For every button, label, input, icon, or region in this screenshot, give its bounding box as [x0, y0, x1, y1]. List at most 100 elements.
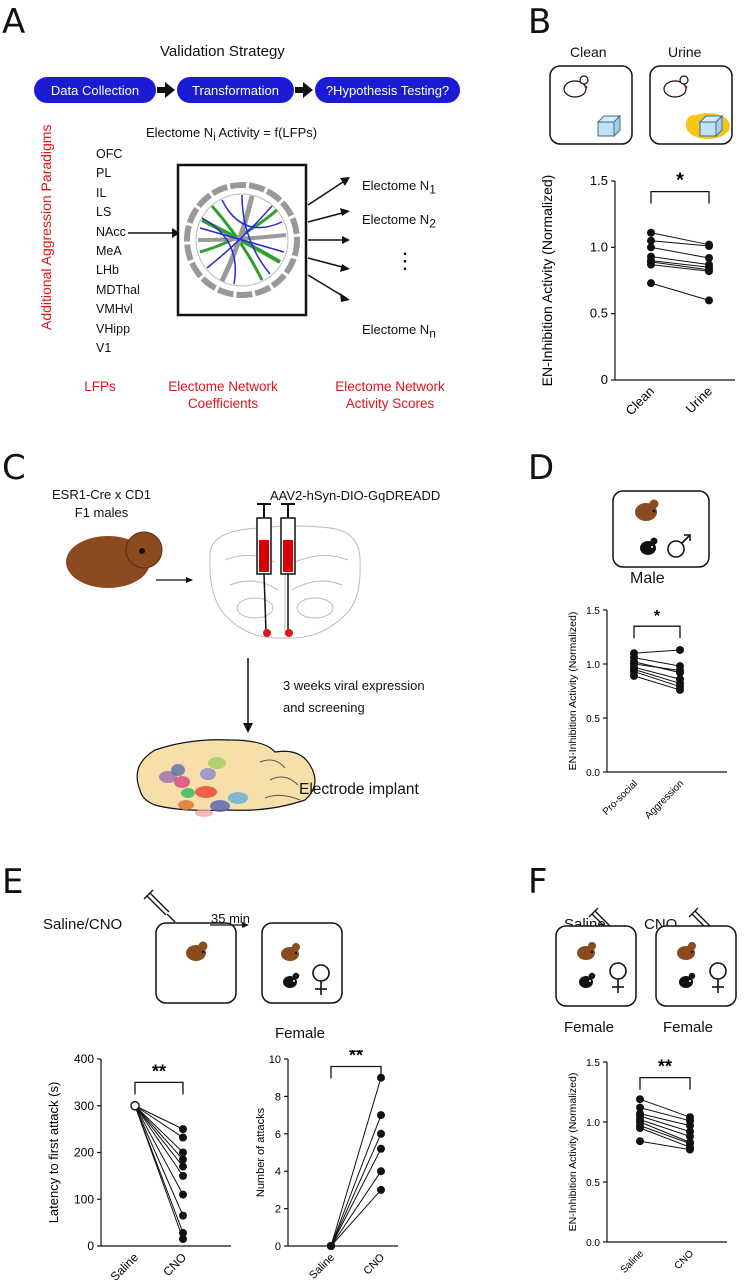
pair-line [134, 1105, 184, 1216]
data-point [130, 1101, 140, 1111]
additional-paradigms-label: Additional Aggression Paradigms [38, 124, 54, 330]
network-diagram [128, 163, 350, 317]
data-point [179, 1133, 187, 1142]
significance-star: ** [349, 1050, 363, 1065]
y-axis-label: Number of attacks [255, 1107, 267, 1197]
panel-letter-f: F [528, 862, 548, 902]
syringe-icon [143, 889, 176, 923]
cage-cno [655, 925, 737, 1007]
syringe-icons [256, 503, 296, 633]
pair-line [650, 282, 710, 301]
formula-subscript: i [213, 131, 216, 144]
mouse-brown-resident-icon [281, 943, 300, 961]
data-point [647, 228, 655, 237]
pair-line [134, 1105, 184, 1130]
region-label: IL [96, 185, 107, 200]
significance-star: ** [658, 1057, 672, 1077]
formula-prefix: Electome N [146, 125, 214, 140]
data-point [377, 1129, 385, 1138]
pair-line [633, 675, 681, 691]
pair-line [650, 232, 710, 246]
pair-line [134, 1105, 184, 1160]
pair-line [650, 246, 710, 259]
y-tick-label: 400 [74, 1052, 94, 1066]
data-point [636, 1095, 644, 1104]
x-tick-label: CNO [673, 1248, 697, 1272]
y-axis-label: EN-Inhibition Activity (Normalized) [567, 612, 579, 771]
region-label: NAcc [96, 224, 126, 239]
data-point [179, 1234, 187, 1243]
pair-line [134, 1105, 184, 1195]
arrow-to-brain-head [186, 577, 193, 583]
electome-nn: Electome Nn [362, 322, 436, 341]
panel-letter-a: A [2, 2, 26, 42]
x-tick-label: Clean [622, 384, 657, 419]
y-tick-label: 8 [275, 1091, 281, 1103]
pair-line [134, 1105, 184, 1177]
data-point [630, 671, 638, 680]
panel-letter-c: C [2, 448, 26, 488]
mouse-outline-icon-2 [663, 75, 689, 98]
pair-line [633, 668, 681, 684]
cage-clean [549, 65, 633, 145]
x-tick-label: Urine [683, 384, 716, 417]
data-point [686, 1121, 694, 1130]
pair-line [330, 1148, 382, 1247]
significance-star: ** [152, 1061, 166, 1081]
male-symbol-icon [667, 534, 691, 558]
condition-urine-label: Urine [668, 44, 702, 60]
data-point [179, 1125, 187, 1134]
data-point [327, 1242, 335, 1250]
y-axis-label: EN-Inhibition Activity (Normalized) [567, 1073, 579, 1232]
caption-activity-scores: Electome Network Activity Scores [335, 379, 445, 411]
sagittal-brain-illustration [136, 739, 316, 817]
pair-line [330, 1133, 382, 1247]
x-tick-label: CNO [160, 1250, 189, 1279]
pair-line [134, 1105, 184, 1167]
condition-clean-label: Clean [570, 44, 607, 60]
pair-line [330, 1189, 382, 1247]
significance-bracket [639, 1076, 691, 1090]
data-point [647, 260, 655, 269]
expression-label: 3 weeks viral expression and screening [283, 678, 425, 715]
significance-star: * [654, 608, 661, 625]
y-tick-label: 10 [269, 1054, 281, 1066]
y-tick-label: 300 [74, 1099, 94, 1113]
y-tick-label: 6 [275, 1129, 281, 1141]
y-tick-label: 200 [74, 1146, 94, 1160]
data-point [686, 1145, 694, 1154]
electome-n2: Electome N2 [362, 212, 436, 231]
data-point [636, 1103, 644, 1112]
cage-male [612, 490, 710, 568]
pair-line [639, 1113, 691, 1127]
delay-arrow-head [242, 922, 249, 928]
data-point [676, 645, 684, 654]
male-label: Male [630, 570, 665, 587]
implant-label: Electrode implant [299, 781, 419, 798]
cage-post [261, 922, 343, 1004]
region-label: VMHvl [96, 302, 133, 317]
data-point [377, 1111, 385, 1120]
significance-bracket [330, 1065, 382, 1079]
region-label: MeA [96, 244, 122, 258]
pair-line [639, 1098, 691, 1118]
output-arrows [307, 179, 347, 299]
y-tick-label: 100 [74, 1192, 94, 1206]
y-tick-label: 1.5 [586, 606, 600, 617]
pair-line [650, 240, 710, 247]
pair-line [639, 1121, 691, 1143]
chord-ring [184, 182, 300, 298]
y-tick-label: 0.0 [586, 768, 600, 779]
pair-line [330, 1114, 382, 1247]
data-point [377, 1185, 385, 1194]
y-tick-label: 0.0 [586, 1238, 600, 1249]
significance-star: * [676, 170, 684, 192]
cage-pre [155, 922, 237, 1004]
cage-illustrations-b [549, 65, 733, 145]
pair-line [633, 657, 681, 667]
input-arrow-head [172, 228, 180, 238]
